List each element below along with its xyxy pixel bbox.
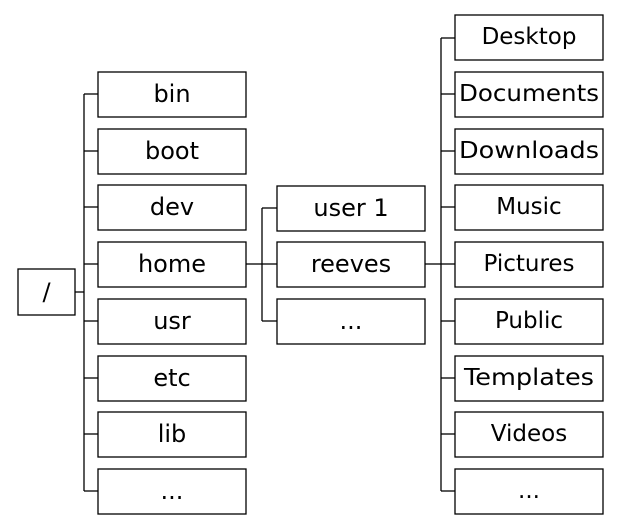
dir-label: ... bbox=[340, 307, 363, 335]
root-node: / bbox=[17, 268, 76, 316]
dir-label: Videos bbox=[491, 421, 567, 447]
dir-label: user 1 bbox=[313, 194, 388, 222]
dir-label: etc bbox=[153, 364, 190, 392]
dir-node-bin: bin bbox=[97, 71, 247, 118]
dir-label: boot bbox=[145, 137, 199, 165]
dir-label: bin bbox=[153, 80, 190, 108]
dir-node-reeves: reeves bbox=[276, 241, 426, 288]
dir-node-user-1: user 1 bbox=[276, 185, 426, 232]
dir-label: Pictures bbox=[483, 251, 574, 277]
dir-label: reeves bbox=[311, 250, 391, 278]
dir-node-pictures: Pictures bbox=[454, 241, 604, 288]
dir-node-home-more: ... bbox=[276, 298, 426, 345]
dir-node-desktop: Desktop bbox=[454, 14, 604, 61]
dir-label: lib bbox=[158, 420, 187, 448]
dir-label: ... bbox=[161, 477, 184, 505]
dir-node-home: home bbox=[97, 241, 247, 288]
dir-label: Desktop bbox=[482, 24, 577, 50]
dir-label: Templates bbox=[463, 365, 594, 391]
dir-label: usr bbox=[153, 307, 191, 335]
dir-node-music: Music bbox=[454, 184, 604, 231]
dir-label: Music bbox=[496, 194, 561, 220]
dir-node-videos: Videos bbox=[454, 411, 604, 458]
dir-node-lib: lib bbox=[97, 411, 247, 458]
reeves-connectors bbox=[425, 37, 455, 492]
dir-node-more: ... bbox=[97, 468, 247, 515]
dir-node-documents: Documents bbox=[454, 71, 604, 118]
dir-node-user-more: ... bbox=[454, 468, 604, 515]
dir-label: Public bbox=[495, 308, 563, 334]
top-level-column: bin boot dev home usr etc lib ... bbox=[97, 71, 247, 515]
dir-node-dev: dev bbox=[97, 184, 247, 231]
dir-node-public: Public bbox=[454, 298, 604, 345]
dir-label: ... bbox=[518, 478, 540, 504]
home-connectors bbox=[246, 207, 277, 322]
dir-label: Documents bbox=[459, 81, 599, 107]
dir-label: home bbox=[138, 250, 206, 278]
user-dirs-column: Desktop Documents Downloads Music Pictur… bbox=[454, 14, 604, 515]
dir-label: dev bbox=[150, 193, 194, 221]
dir-node-templates: Templates bbox=[454, 355, 604, 402]
root-label: / bbox=[42, 278, 51, 306]
home-children-column: user 1 reeves ... bbox=[276, 185, 426, 345]
dir-node-downloads: Downloads bbox=[454, 128, 604, 175]
dir-node-usr: usr bbox=[97, 298, 247, 345]
dir-node-etc: etc bbox=[97, 355, 247, 402]
dir-label: Downloads bbox=[459, 138, 599, 164]
root-connectors bbox=[75, 93, 98, 492]
dir-node-boot: boot bbox=[97, 128, 247, 175]
